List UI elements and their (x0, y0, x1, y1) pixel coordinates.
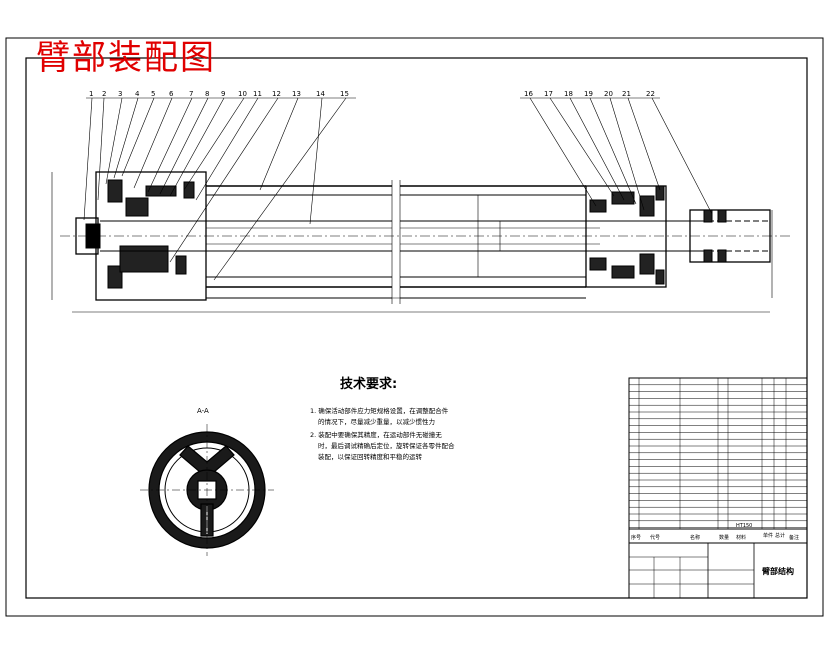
drawing-title: 臂部装配图 (36, 38, 216, 78)
inner-frame (25, 57, 808, 599)
arm-assembly-view (51, 97, 790, 313)
tech-requirement-line: 2. 装配中要确保其精度，在运动部件无碰撞无 (310, 431, 442, 439)
callout-8: 8 (205, 90, 209, 98)
callout-13: 13 (292, 90, 301, 98)
callout-4: 4 (135, 90, 140, 98)
callout-3: 3 (118, 90, 122, 98)
callout-14: 14 (316, 90, 325, 98)
parts-list-table (628, 377, 808, 599)
callout-6: 6 (169, 90, 174, 98)
callout-20: 20 (604, 90, 613, 98)
tech-requirement-line: 的情况下，尽量减少重量，以减少惯性力 (318, 418, 435, 426)
callout-1: 1 (89, 90, 93, 98)
bom-header-material: 材料 (736, 534, 746, 541)
bom-material-ht150: HT150 (736, 523, 752, 529)
callout-11: 11 (253, 90, 262, 98)
callout-16: 16 (524, 90, 533, 98)
bom-header-no: 序号 (631, 534, 641, 541)
bom-header-labels: 序号 代号 名称 数量 材料 单件 总计 备注 HT150 (631, 523, 799, 541)
callout-17: 17 (544, 90, 553, 98)
tech-requirements-heading: 技术要求: (340, 377, 398, 392)
bom-header-total: 总计 (775, 532, 785, 539)
section-view-a-a (140, 424, 274, 556)
bom-header-unit: 单件 (763, 532, 773, 539)
bom-header-note: 备注 (789, 534, 799, 541)
callout-10: 10 (238, 90, 247, 98)
bom-header-qty: 数量 (719, 534, 729, 541)
bom-header-code: 代号 (650, 534, 660, 541)
callout-numbers: 1 2 3 4 5 6 7 8 9 10 11 12 13 14 15 16 1… (89, 90, 655, 98)
callout-12: 12 (272, 90, 281, 98)
section-label: A-A (197, 407, 209, 415)
callout-21: 21 (622, 90, 631, 98)
callout-18: 18 (564, 90, 573, 98)
tech-requirement-line: 1. 确保活动部件应力矩规格设置，在调整配合件 (310, 407, 449, 415)
callout-22: 22 (646, 90, 655, 98)
callout-9: 9 (221, 90, 225, 98)
tech-requirement-line: 装配，以保证回转精度和平稳的运转 (318, 453, 422, 461)
callout-2: 2 (102, 90, 106, 98)
callout-15: 15 (340, 90, 349, 98)
callout-19: 19 (584, 90, 593, 98)
bom-header-name: 名称 (690, 534, 700, 541)
tech-requirement-line: 时，最后调试精确后定位，旋转保证各零件配合 (318, 442, 455, 450)
outer-border (5, 37, 824, 617)
title-block-name: 臂部结构 (762, 566, 794, 576)
callout-7: 7 (189, 90, 193, 98)
callout-5: 5 (151, 90, 155, 98)
